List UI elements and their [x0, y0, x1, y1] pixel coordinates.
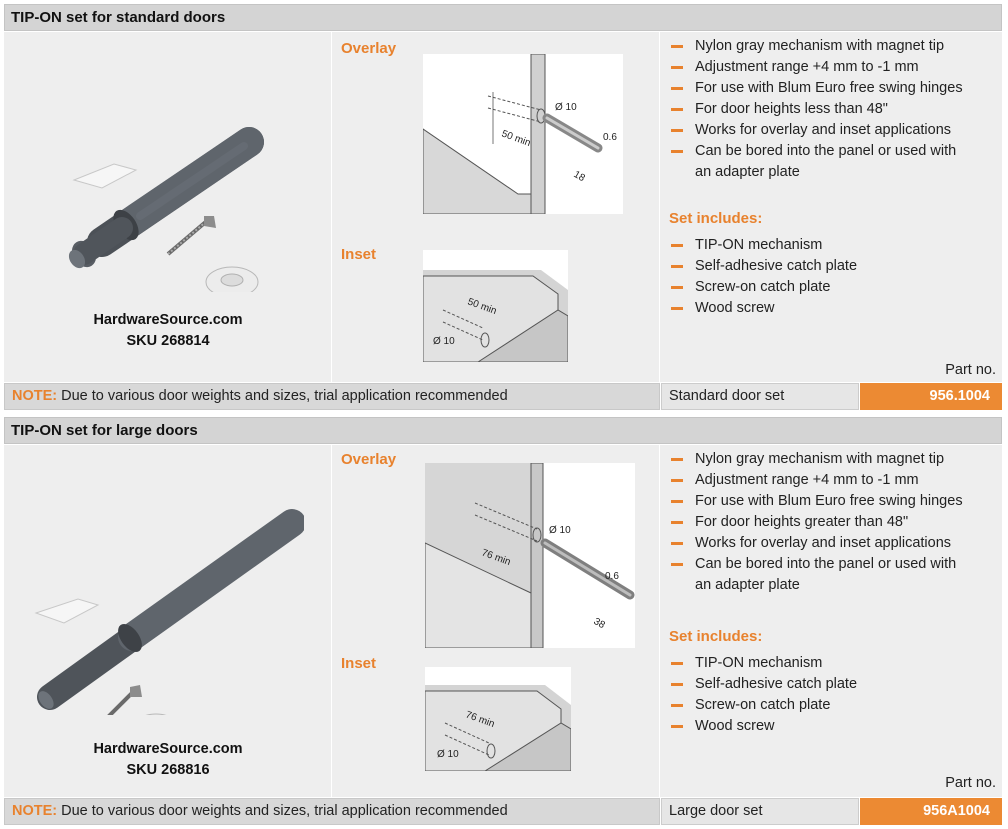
set-includes-list: TIP-ON mechanism Self-adhesive catch pla… — [669, 235, 857, 319]
sku-site: HardwareSource.com — [93, 312, 243, 328]
sku-number: SKU 268814 — [126, 333, 210, 349]
feature-item: Works for overlay and inset applications — [669, 120, 963, 141]
set-includes-list: TIP-ON mechanism Self-adhesive catch pla… — [669, 653, 857, 737]
set-name: Standard door set — [661, 383, 859, 410]
overlay-label: Overlay — [341, 451, 397, 468]
inset-label: Inset — [341, 655, 377, 672]
overlay-diameter-label: Ø 10 — [549, 525, 571, 536]
overlay-diagram: 50 min Ø 10 0.6 18 — [423, 54, 623, 214]
included-item: Wood screw — [669, 716, 857, 737]
features-column: Nylon gray mechanism with magnet tip Adj… — [661, 32, 1002, 382]
included-item: TIP-ON mechanism — [669, 653, 857, 674]
section-footer: NOTE: Due to various door weights and si… — [4, 383, 1002, 410]
part-number: 956A1004 — [860, 798, 1002, 825]
inset-diagram: 50 min Ø 10 — [423, 250, 568, 362]
feature-item: Nylon gray mechanism with magnet tip — [669, 449, 963, 470]
feature-item: For door heights greater than 48" — [669, 512, 963, 533]
note-text: Due to various door weights and sizes, t… — [61, 388, 508, 404]
feature-item-continued: an adapter plate — [695, 164, 800, 180]
feature-item: Adjustment range +4 mm to -1 mm — [669, 470, 963, 491]
section-body: HardwareSource.com SKU 268814 Overlay 50… — [4, 32, 1002, 382]
section-title: TIP-ON set for large doors — [4, 417, 1002, 444]
inset-diameter-label: Ø 10 — [437, 749, 459, 760]
inset-diagram: 76 min Ø 10 — [425, 667, 571, 771]
included-item: TIP-ON mechanism — [669, 235, 857, 256]
part-no-label: Part no. — [945, 775, 996, 791]
overlay-length-label: 18 — [572, 169, 588, 184]
note-label: NOTE: — [12, 388, 58, 404]
included-item: Wood screw — [669, 298, 857, 319]
note-text: Due to various door weights and sizes, t… — [61, 803, 508, 819]
product-column: HardwareSource.com SKU 268814 — [4, 32, 332, 382]
diagram-column: Overlay 50 min Ø 10 0.6 18 Inset — [333, 32, 660, 382]
product-section-large: TIP-ON set for large doors HardwareSourc… — [4, 417, 1002, 825]
features-column: Nylon gray mechanism with magnet tip Adj… — [661, 445, 1002, 797]
sku-number: SKU 268816 — [126, 762, 210, 778]
feature-item-continued: an adapter plate — [695, 577, 800, 593]
included-item: Self-adhesive catch plate — [669, 674, 857, 695]
feature-item: For use with Blum Euro free swing hinges — [669, 78, 963, 99]
product-column: HardwareSource.com SKU 268816 — [4, 445, 332, 797]
note-label: NOTE: — [12, 803, 58, 819]
sku-block: HardwareSource.com SKU 268816 — [4, 739, 332, 781]
overlay-offset-label: 0.6 — [603, 132, 617, 143]
section-footer: NOTE: Due to various door weights and si… — [4, 798, 1002, 825]
overlay-length-label: 38 — [592, 616, 608, 631]
diagram-column: Overlay 76 min Ø 10 0.6 38 Inset — [333, 445, 660, 797]
tip-on-mechanism-image — [34, 509, 304, 715]
part-number: 956.1004 — [860, 383, 1002, 410]
product-section-standard: TIP-ON set for standard doors — [4, 4, 1002, 410]
feature-item: Can be bored into the panel or used with — [669, 554, 963, 575]
tip-on-mechanism-image — [68, 127, 264, 292]
overlay-label: Overlay — [341, 40, 397, 57]
feature-item: Nylon gray mechanism with magnet tip — [669, 36, 963, 57]
included-item: Screw-on catch plate — [669, 277, 857, 298]
inset-diameter-label: Ø 10 — [433, 336, 455, 347]
feature-item: Can be bored into the panel or used with — [669, 141, 963, 162]
section-body: HardwareSource.com SKU 268816 Overlay 76… — [4, 445, 1002, 797]
section-title: TIP-ON set for standard doors — [4, 4, 1002, 31]
overlay-offset-label: 0.6 — [605, 571, 619, 582]
part-no-label: Part no. — [945, 362, 996, 378]
feature-item: For door heights less than 48" — [669, 99, 963, 120]
included-item: Self-adhesive catch plate — [669, 256, 857, 277]
overlay-diameter-label: Ø 10 — [555, 102, 577, 113]
feature-item: Adjustment range +4 mm to -1 mm — [669, 57, 963, 78]
set-includes-title: Set includes: — [669, 628, 763, 645]
sku-block: HardwareSource.com SKU 268814 — [4, 310, 332, 352]
included-item: Screw-on catch plate — [669, 695, 857, 716]
feature-list: Nylon gray mechanism with magnet tip Adj… — [669, 449, 963, 596]
feature-list: Nylon gray mechanism with magnet tip Adj… — [669, 36, 963, 183]
set-includes-title: Set includes: — [669, 210, 763, 227]
sku-site: HardwareSource.com — [93, 741, 243, 757]
feature-item: Works for overlay and inset applications — [669, 533, 963, 554]
inset-label: Inset — [341, 246, 377, 263]
note-bar: NOTE: Due to various door weights and si… — [4, 798, 660, 825]
overlay-diagram: 76 min Ø 10 0.6 38 — [425, 463, 635, 648]
note-bar: NOTE: Due to various door weights and si… — [4, 383, 660, 410]
set-name: Large door set — [661, 798, 859, 825]
feature-item: For use with Blum Euro free swing hinges — [669, 491, 963, 512]
